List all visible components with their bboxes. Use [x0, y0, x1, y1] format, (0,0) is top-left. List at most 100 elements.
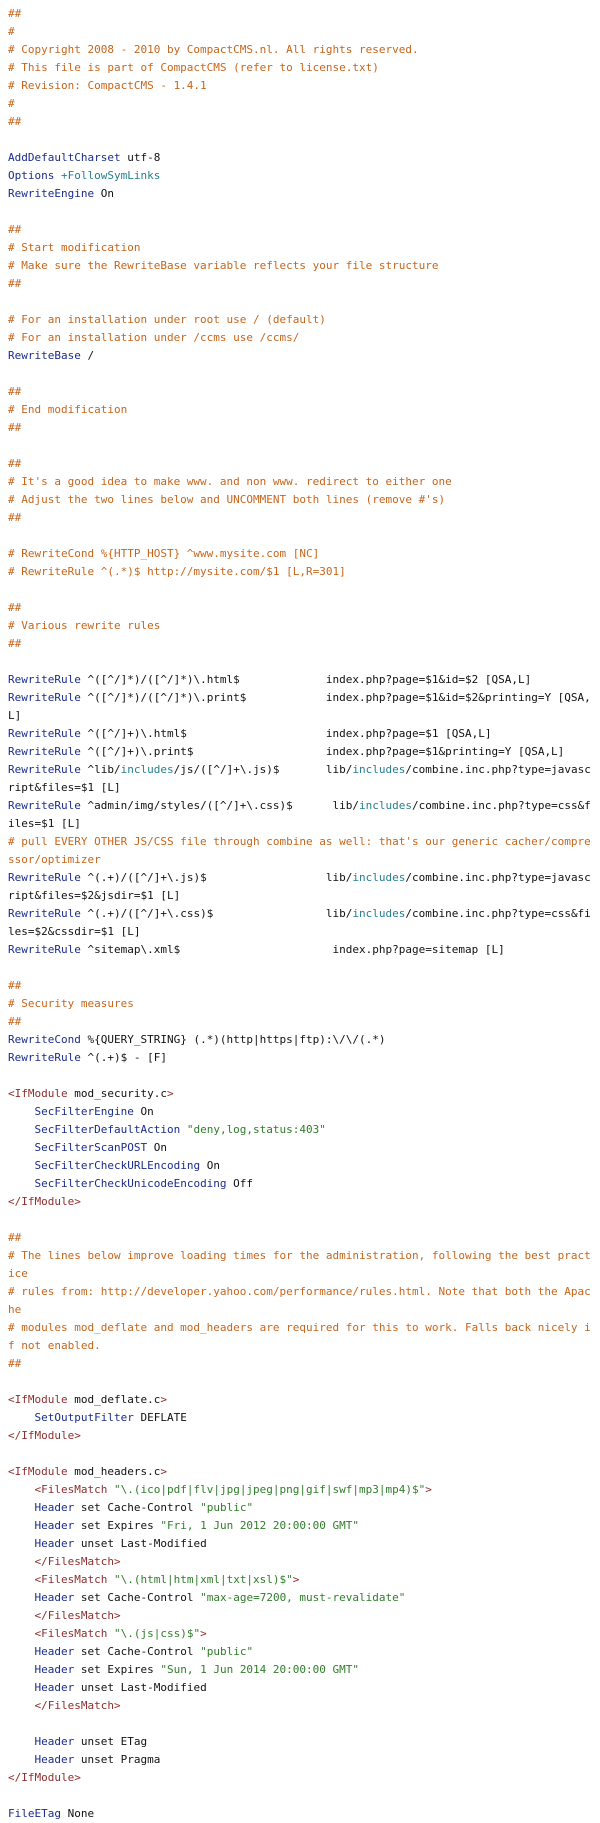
- tag-text: <FilesMatch: [34, 1573, 108, 1586]
- directive-line: SecFilterCheckUnicodeEncoding Off: [8, 1175, 592, 1193]
- code-text: [180, 1123, 187, 1136]
- comment-line: # For an installation under /ccms use /c…: [8, 329, 592, 347]
- blank-line: [8, 1715, 592, 1733]
- blank-line: [8, 527, 592, 545]
- directive-line: RewriteRule ^lib/includes/js/([^/]+\.js)…: [8, 761, 592, 797]
- tag-text: >: [160, 1465, 167, 1478]
- code-text: ^([^/]*)/([^/]*)\.print$ index.php?page=…: [8, 691, 591, 722]
- string-literal: "\.(js|css)$": [113, 1627, 201, 1640]
- comment-line: ##: [8, 383, 592, 401]
- comment-line: ##: [8, 599, 592, 617]
- comment-text: # modules mod_deflate and mod_headers ar…: [8, 1321, 591, 1352]
- comment-line: # Security measures: [8, 995, 592, 1013]
- directive-line: SecFilterEngine On: [8, 1103, 592, 1121]
- directive-keyword: SetOutputFilter: [34, 1411, 134, 1424]
- comment-line: # Make sure the RewriteBase variable ref…: [8, 257, 592, 275]
- directive-keyword: SecFilterDefaultAction: [34, 1123, 181, 1136]
- directive-keyword: Options: [8, 169, 55, 182]
- blank-line: [8, 1373, 592, 1391]
- code-text: [8, 1753, 35, 1766]
- directive-line: Header set Cache-Control "max-age=7200, …: [8, 1589, 592, 1607]
- option-value: +FollowSymLinks: [60, 169, 161, 182]
- comment-text: ##: [8, 457, 22, 470]
- comment-text: # Adjust the two lines below and UNCOMME…: [8, 493, 446, 506]
- comment-text: # Copyright 2008 - 2010 by CompactCMS.nl…: [8, 43, 419, 56]
- comment-text: ##: [8, 1015, 22, 1028]
- tag-line: </IfModule>: [8, 1193, 592, 1211]
- directive-keyword: RewriteRule: [8, 799, 81, 812]
- directive-line: RewriteRule ^([^/]*)/([^/]*)\.print$ ind…: [8, 689, 592, 725]
- comment-text: # The lines below improve loading times …: [8, 1249, 591, 1280]
- comment-text: ##: [8, 277, 22, 290]
- code-text: [8, 1537, 35, 1550]
- directive-keyword: RewriteRule: [8, 907, 81, 920]
- tag-text: >: [292, 1573, 300, 1586]
- code-text: None: [60, 1807, 95, 1820]
- code-text: [8, 1645, 35, 1658]
- code-text: ^([^/]+)\.html$ index.php?page=$1 [QSA,L…: [80, 727, 492, 740]
- blank-line: [8, 203, 592, 221]
- tag-text: <IfModule: [8, 1087, 68, 1100]
- directive-line: RewriteEngine On: [8, 185, 592, 203]
- directive-keyword: Header: [34, 1663, 75, 1676]
- directive-line: RewriteRule ^(.+)$ - [F]: [8, 1049, 592, 1067]
- code-text: On: [94, 187, 114, 200]
- tag-text: </FilesMatch>: [34, 1555, 121, 1568]
- directive-keyword: RewriteEngine: [8, 187, 95, 200]
- tag-line: </IfModule>: [8, 1427, 592, 1445]
- directive-keyword: RewriteRule: [8, 691, 81, 704]
- comment-line: # The lines below improve loading times …: [8, 1247, 592, 1283]
- code-text: [8, 1663, 35, 1676]
- option-value: includes: [352, 907, 406, 920]
- directive-keyword: SecFilterCheckUnicodeEncoding: [34, 1177, 227, 1190]
- comment-line: ##: [8, 5, 592, 23]
- comment-line: # Adjust the two lines below and UNCOMME…: [8, 491, 592, 509]
- code-text: %{QUERY_STRING} (.*)(http|https|ftp):\/\…: [80, 1033, 386, 1046]
- tag-text: <IfModule: [8, 1465, 68, 1478]
- code-text: [8, 1627, 35, 1640]
- directive-line: RewriteCond %{QUERY_STRING} (.*)(http|ht…: [8, 1031, 592, 1049]
- blank-line: [8, 365, 592, 383]
- code-text: set Cache-Control: [74, 1645, 201, 1658]
- directive-line: SecFilterScanPOST On: [8, 1139, 592, 1157]
- comment-line: # pull EVERY OTHER JS/CSS file through c…: [8, 833, 592, 869]
- comment-text: ##: [8, 601, 22, 614]
- directive-line: RewriteRule ^admin/img/styles/([^/]+\.cs…: [8, 797, 592, 833]
- directive-keyword: Header: [34, 1501, 75, 1514]
- directive-keyword: SecFilterEngine: [34, 1105, 134, 1118]
- comment-text: #: [8, 97, 15, 110]
- directive-line: RewriteRule ^([^/]+)\.print$ index.php?p…: [8, 743, 592, 761]
- code-text: [8, 1699, 35, 1712]
- comment-text: # RewriteRule ^(.*)$ http://mysite.com/$…: [8, 565, 346, 578]
- code-text: set Cache-Control: [74, 1591, 201, 1604]
- comment-line: # For an installation under root use / (…: [8, 311, 592, 329]
- tag-text: </IfModule>: [8, 1195, 81, 1208]
- tag-line: <FilesMatch "\.(js|css)$">: [8, 1625, 592, 1643]
- code-text: [8, 1609, 35, 1622]
- code-text: DEFLATE: [133, 1411, 187, 1424]
- directive-keyword: SecFilterCheckURLEncoding: [34, 1159, 201, 1172]
- code-text: [8, 1141, 35, 1154]
- directive-line: Header set Expires "Fri, 1 Jun 2012 20:0…: [8, 1517, 592, 1535]
- blank-line: [8, 1211, 592, 1229]
- code-text: ^(.+)$ - [F]: [80, 1051, 167, 1064]
- blank-line: [8, 293, 592, 311]
- comment-text: ##: [8, 979, 22, 992]
- directive-keyword: Header: [34, 1591, 75, 1604]
- comment-text: # End modification: [8, 403, 128, 416]
- comment-text: # For an installation under /ccms use /c…: [8, 331, 300, 344]
- code-text: [8, 1105, 35, 1118]
- code-text: mod_security.c: [67, 1087, 167, 1100]
- comment-text: # It's a good idea to make www. and non …: [8, 475, 452, 488]
- directive-line: Header unset Last-Modified: [8, 1535, 592, 1553]
- comment-text: # RewriteCond %{HTTP_HOST} ^www.mysite.c…: [8, 547, 320, 560]
- option-value: includes: [352, 871, 406, 884]
- directive-keyword: RewriteRule: [8, 943, 81, 956]
- comment-line: # It's a good idea to make www. and non …: [8, 473, 592, 491]
- directive-line: RewriteRule ^([^/]*)/([^/]*)\.html$ inde…: [8, 671, 592, 689]
- directive-line: SecFilterDefaultAction "deny,log,status:…: [8, 1121, 592, 1139]
- comment-text: ##: [8, 223, 22, 236]
- comment-text: ##: [8, 385, 22, 398]
- comment-line: ##: [8, 1013, 592, 1031]
- code-text: On: [147, 1141, 167, 1154]
